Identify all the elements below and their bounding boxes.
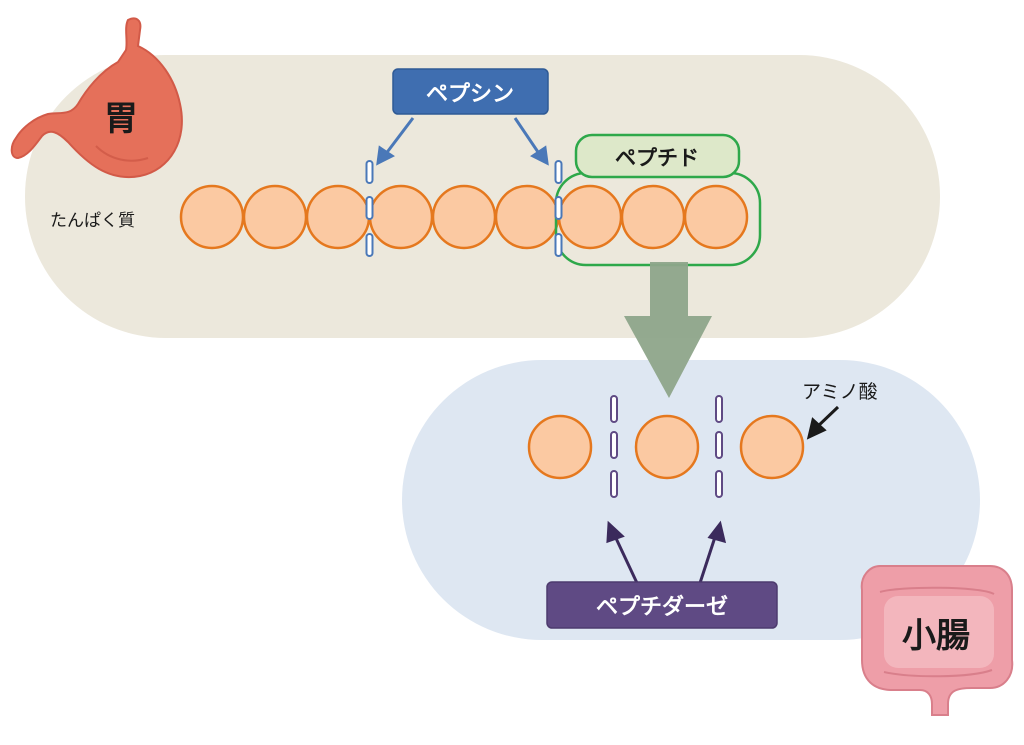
pepsin-cut-mark — [554, 196, 563, 220]
peptide-box — [574, 133, 741, 179]
stomach-label: 胃 — [104, 99, 138, 139]
protein-label: たんぱく質 — [50, 211, 135, 231]
amino-acid-group — [527, 414, 805, 480]
peptide-label: ペプチド — [615, 146, 699, 170]
protein-residue — [368, 184, 434, 250]
amino-acid — [739, 414, 805, 480]
pepsin-arrows — [376, 117, 549, 166]
protein-residue — [683, 184, 749, 250]
pepsin-cut-marks — [365, 160, 563, 257]
stomach-icon — [10, 17, 183, 179]
pepsin-cut-mark — [365, 233, 374, 257]
peptidase-cut-mark — [610, 470, 618, 498]
peptidase-cut-mark — [715, 470, 723, 498]
pepsin-cut-mark — [554, 160, 563, 184]
amino-acid-arrow — [806, 405, 840, 440]
peptidase-label: ペプチダーゼ — [596, 594, 728, 620]
peptidase-cut-mark — [715, 431, 723, 459]
protein-residue — [179, 184, 245, 250]
small-intestine-icon — [860, 565, 1014, 716]
peptidase-cut-mark — [715, 395, 723, 423]
peptidase-box — [546, 581, 778, 629]
amino-acid — [527, 414, 593, 480]
pepsin-cut-mark — [365, 160, 374, 184]
pepsin-cut-mark — [554, 233, 563, 257]
amino-acid-label: アミノ酸 — [802, 381, 878, 403]
peptidase-cut-mark — [610, 431, 618, 459]
protein-residue — [305, 184, 371, 250]
protein-residue — [494, 184, 560, 250]
protein-residue — [431, 184, 497, 250]
protein-residue — [242, 184, 308, 250]
down-arrow — [624, 262, 712, 398]
pepsin-label: ペプシン — [426, 82, 514, 107]
protein-residue — [620, 184, 686, 250]
small-intestine-label: 小腸 — [902, 616, 970, 656]
protein-residue — [557, 184, 623, 250]
peptidase-cut-mark — [610, 395, 618, 423]
pepsin-cut-mark — [365, 196, 374, 220]
peptidase-arrows — [606, 520, 727, 584]
pepsin-box — [392, 68, 549, 115]
peptidase-cut-marks — [610, 395, 723, 498]
amino-acid — [634, 414, 700, 480]
protein-chain — [179, 184, 749, 250]
